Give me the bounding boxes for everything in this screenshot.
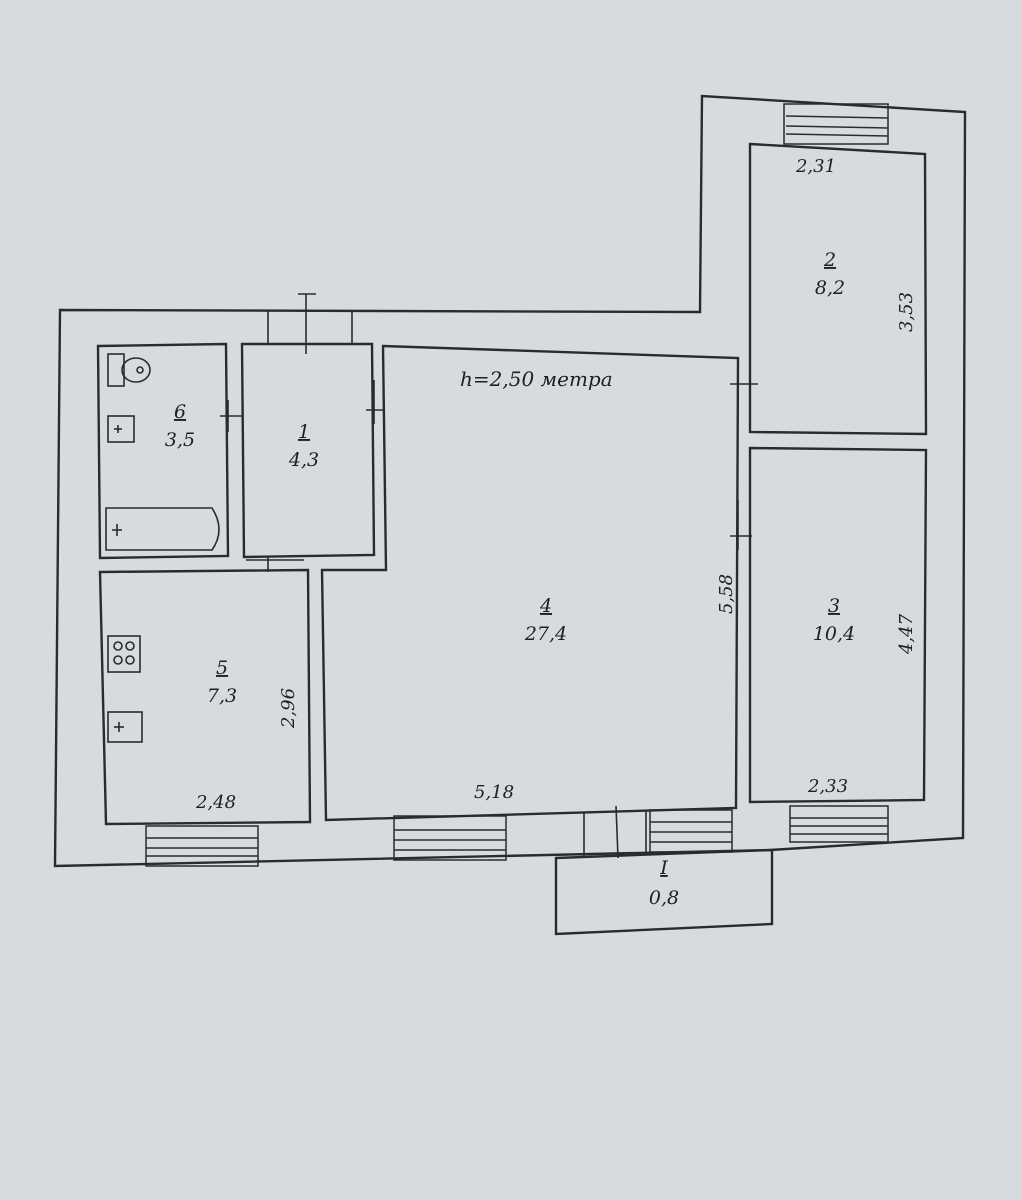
room-6-area: 3,5 <box>165 429 195 451</box>
room-5-area: 7,3 <box>207 685 237 707</box>
room-4-area: 27,4 <box>524 623 567 645</box>
dim-r5-length: 2,96 <box>278 688 299 729</box>
window-top <box>783 103 889 145</box>
dim-r3-width: 2,33 <box>807 776 848 797</box>
room-2-area: 8,2 <box>815 277 845 299</box>
window-living <box>393 815 507 861</box>
dim-r5-width: 2,48 <box>195 792 236 813</box>
balcony-number: I <box>659 857 668 879</box>
door-marks <box>220 293 758 859</box>
room-1-outline <box>240 342 376 559</box>
room-6-outline <box>96 342 230 560</box>
dim-r3-length: 4,47 <box>896 613 917 655</box>
room-1-number: 1 <box>298 421 310 443</box>
dim-r4-width: 5,18 <box>474 782 514 803</box>
room-6-number: 6 <box>174 401 186 423</box>
toilet-icon <box>107 353 151 387</box>
window-kitchen <box>145 825 259 867</box>
room-1-area: 4,3 <box>288 449 319 471</box>
room-2-outline <box>748 142 928 436</box>
room-4-number: 4 <box>539 595 552 617</box>
sink-icon <box>107 415 135 443</box>
kitchen-sink-icon <box>107 711 143 743</box>
window-room-3 <box>789 805 889 843</box>
room-4-outline <box>320 344 740 822</box>
window-balcony-door <box>649 809 733 853</box>
dim-r4-length: 5,58 <box>716 574 737 614</box>
ceiling-height-note: h=2,50 метра <box>460 367 613 391</box>
room-3-area: 10,4 <box>813 623 855 645</box>
room-2-number: 2 <box>823 249 836 271</box>
room-3-outline <box>748 446 928 804</box>
room-3-number: 3 <box>828 595 840 617</box>
room-5-outline <box>98 568 312 826</box>
outer-wall <box>53 94 967 868</box>
balcony-area: 0,8 <box>649 887 679 909</box>
dim-r2-width: 2,31 <box>795 156 836 177</box>
room-5-number: 5 <box>216 657 228 679</box>
dim-r2-length: 3,53 <box>896 292 917 332</box>
bathtub-icon <box>105 507 220 551</box>
stove-icon <box>107 635 141 673</box>
